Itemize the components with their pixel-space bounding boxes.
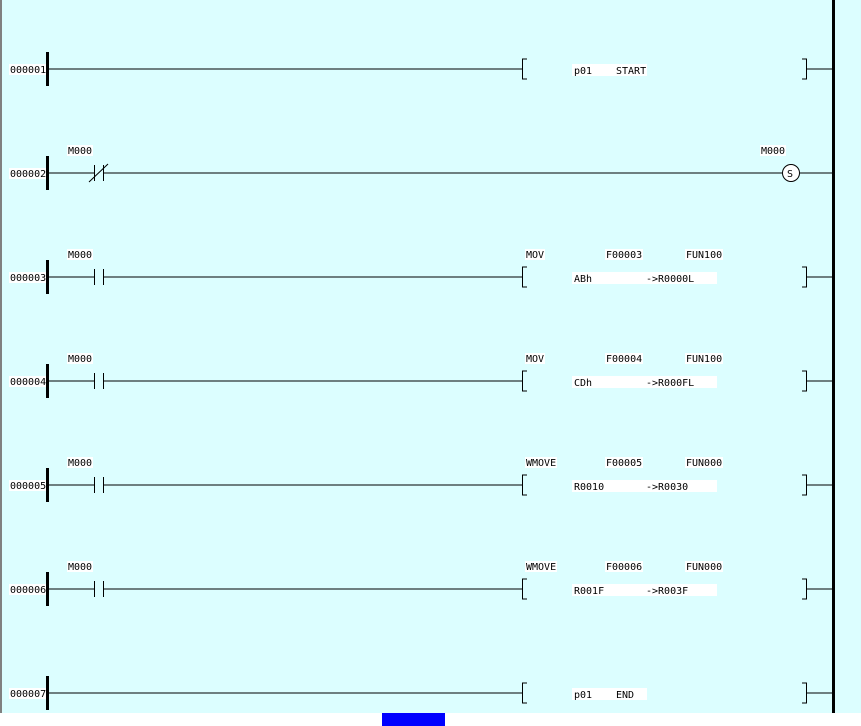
instruction-name: MOV [526,354,544,365]
operand-source: ABh [574,274,592,285]
function-number: F00006 [606,562,642,573]
operand-source: CDh [574,378,592,389]
text-background [685,457,723,468]
operand-source: R001F [574,586,604,597]
instruction-name: START [616,66,646,77]
text-background [9,376,47,387]
scrollbar-thumb[interactable] [382,713,445,726]
function-code: FUN100 [686,354,722,365]
function-code: FUN000 [686,458,722,469]
text-background [605,249,643,260]
rung-000007[interactable]: 000007 p01 END [9,628,835,713]
operand-background [572,64,647,76]
operand-background [572,688,647,700]
text-background [67,457,93,468]
text-background [605,353,643,364]
text-background [685,353,723,364]
contact-label: M000 [68,146,92,157]
contact-label: M000 [68,354,92,365]
function-number: F00004 [606,354,642,365]
text-background [525,353,545,364]
instruction-box[interactable]: p01 END [522,682,833,704]
normally-closed-contact[interactable]: M000 [49,145,109,183]
rung-number: 000001 [10,65,46,76]
text-background [605,561,643,572]
text-background [525,561,557,572]
text-background [9,272,47,283]
coil-symbol: S [787,169,793,180]
text-background [67,145,93,156]
text-background [67,249,93,260]
rung-number: 000003 [10,273,46,284]
function-code: FUN000 [686,562,722,573]
rung-number: 000005 [10,481,46,492]
rung-number: 000006 [10,585,46,596]
text-background [9,688,47,699]
text-background [525,249,545,260]
text-background [9,584,47,595]
normally-open-contact[interactable]: M000 [49,249,104,285]
contact-label: M000 [68,562,92,573]
text-background [67,353,93,364]
rung-000001[interactable]: 000001 p01 START [9,4,835,104]
instruction-name: WMOVE [526,562,556,573]
rung-number: 000004 [10,377,46,388]
rung-number: 000002 [10,169,46,180]
text-background [9,480,47,491]
text-background [685,561,723,572]
text-background [760,145,786,156]
instruction-name: END [616,690,634,701]
function-number: F00003 [606,250,642,261]
text-background [685,249,723,260]
function-code: FUN100 [686,250,722,261]
operand-destination: ->R0000L [646,274,694,285]
program-label: p01 [574,690,592,701]
coil-label: M000 [761,146,785,157]
normally-open-contact[interactable]: M000 [49,561,104,597]
text-background [67,561,93,572]
text-background [9,64,47,75]
text-background [525,457,557,468]
normally-open-contact[interactable]: M000 [49,353,104,389]
instruction-name: MOV [526,250,544,261]
operand-destination: ->R003F [646,586,688,597]
coil-circle-icon [782,164,800,182]
instruction-box[interactable]: p01 START [522,58,833,80]
program-label: p01 [574,66,592,77]
text-background [605,457,643,468]
contact-label: M000 [68,250,92,261]
contact-label: M000 [68,458,92,469]
instruction-name: WMOVE [526,458,556,469]
rung-number: 000007 [10,689,46,700]
operand-background [572,376,717,388]
operand-source: R0010 [574,482,604,493]
operand-destination: ->R0030 [646,482,688,493]
normally-open-contact[interactable]: M000 [49,457,104,493]
function-number: F00005 [606,458,642,469]
operand-background [572,584,717,596]
text-background [9,168,47,179]
operand-destination: ->R000FL [646,378,694,389]
slash [88,163,109,183]
operand-background [572,480,717,492]
operand-background [572,272,717,284]
